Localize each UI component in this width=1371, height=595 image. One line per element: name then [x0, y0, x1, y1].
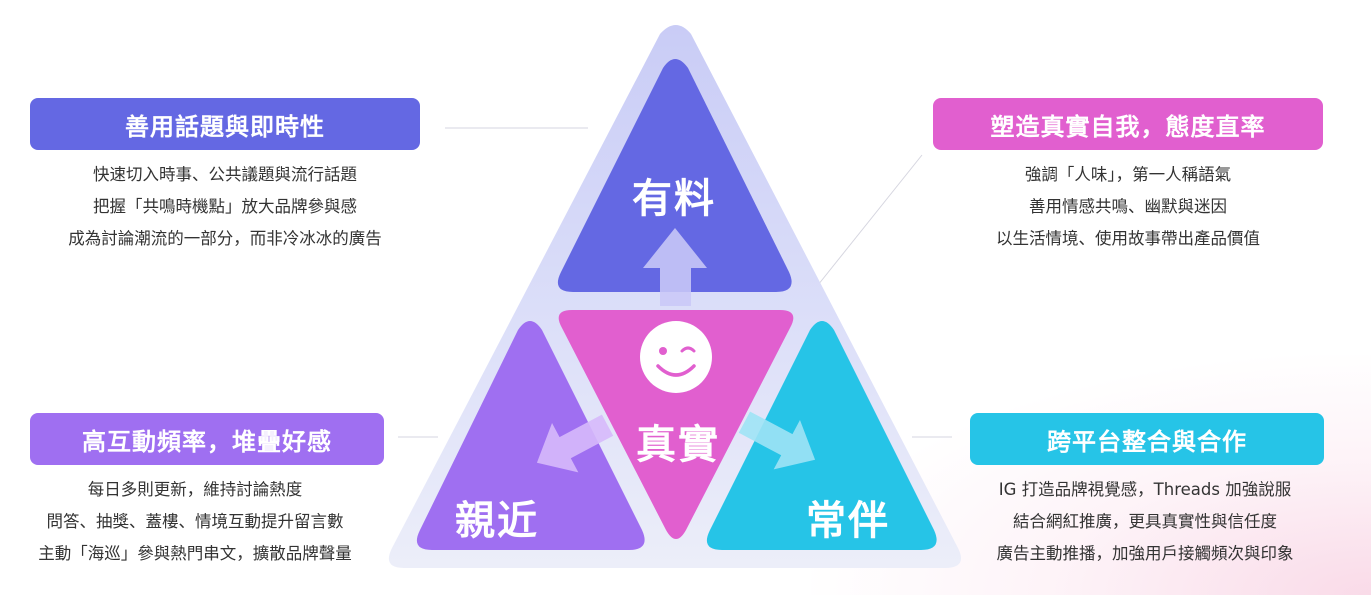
text-topic-timeliness: 快速切入時事、公共議題與流行話題 把握「共鳴時機點」放大品牌參與感 成為討論潮流… [30, 159, 420, 255]
triangle-label-right: 常伴 [806, 498, 890, 544]
triangle-left [416, 321, 645, 550]
text-line: 快速切入時事、公共議題與流行話題 [93, 165, 357, 184]
text-authentic-self: 強調「人味」，第一人稱語氣 善用情感共鳴、幽默與迷因 以生活情境、使用故事帶出產… [933, 159, 1323, 255]
text-line: 主動「海巡」參與熱門串文，擴散品牌聲量 [38, 544, 352, 563]
text-line: IG 打造品牌視覺感，Threads 加強說服 [998, 480, 1292, 499]
text-line: 把握「共鳴時機點」放大品牌參與感 [93, 197, 357, 216]
triangle-top [557, 59, 792, 292]
title-cross-platform: 跨平台整合與合作 [970, 413, 1324, 465]
arrow-right-icon [738, 411, 816, 470]
text-cross-platform: IG 打造品牌視覺感，Threads 加強說服 結合網紅推廣，更具真實性與信任度… [950, 474, 1340, 570]
text-line: 強調「人味」，第一人稱語氣 [1024, 165, 1232, 184]
text-line: 問答、抽獎、蓋樓、情境互動提升留言數 [46, 512, 344, 531]
title-high-interaction: 高互動頻率，堆疊好感 [30, 413, 384, 465]
text-line: 成為討論潮流的一部分，而非冷冰冰的廣告 [68, 229, 382, 248]
connector-line-top-right [801, 154, 923, 306]
arrow-left-icon [536, 414, 614, 473]
triangle-label-center: 真實 [636, 422, 720, 468]
triangle-label-left: 親近 [455, 498, 539, 544]
triangle-right [706, 321, 937, 550]
title-topic-timeliness: 善用話題與即時性 [30, 98, 420, 150]
text-high-interaction: 每日多則更新，維持討論熱度 問答、抽獎、蓋樓、情境互動提升留言數 主動「海巡」參… [2, 474, 388, 570]
title-authentic-self: 塑造真實自我，態度直率 [933, 98, 1323, 150]
smiley-wink-icon [640, 321, 712, 393]
triangle-label-top: 有料 [632, 176, 716, 222]
text-line: 結合網紅推廣，更具真實性與信任度 [1013, 512, 1277, 531]
triangle-center [558, 310, 794, 539]
arrow-up-icon [643, 228, 707, 306]
text-line: 廣告主動推播，加強用戶接觸頻次與印象 [996, 544, 1294, 563]
text-line: 每日多則更新，維持討論熱度 [87, 480, 303, 499]
text-line: 善用情感共鳴、幽默與迷因 [1029, 197, 1227, 216]
text-line: 以生活情境、使用故事帶出產品價值 [996, 229, 1260, 248]
